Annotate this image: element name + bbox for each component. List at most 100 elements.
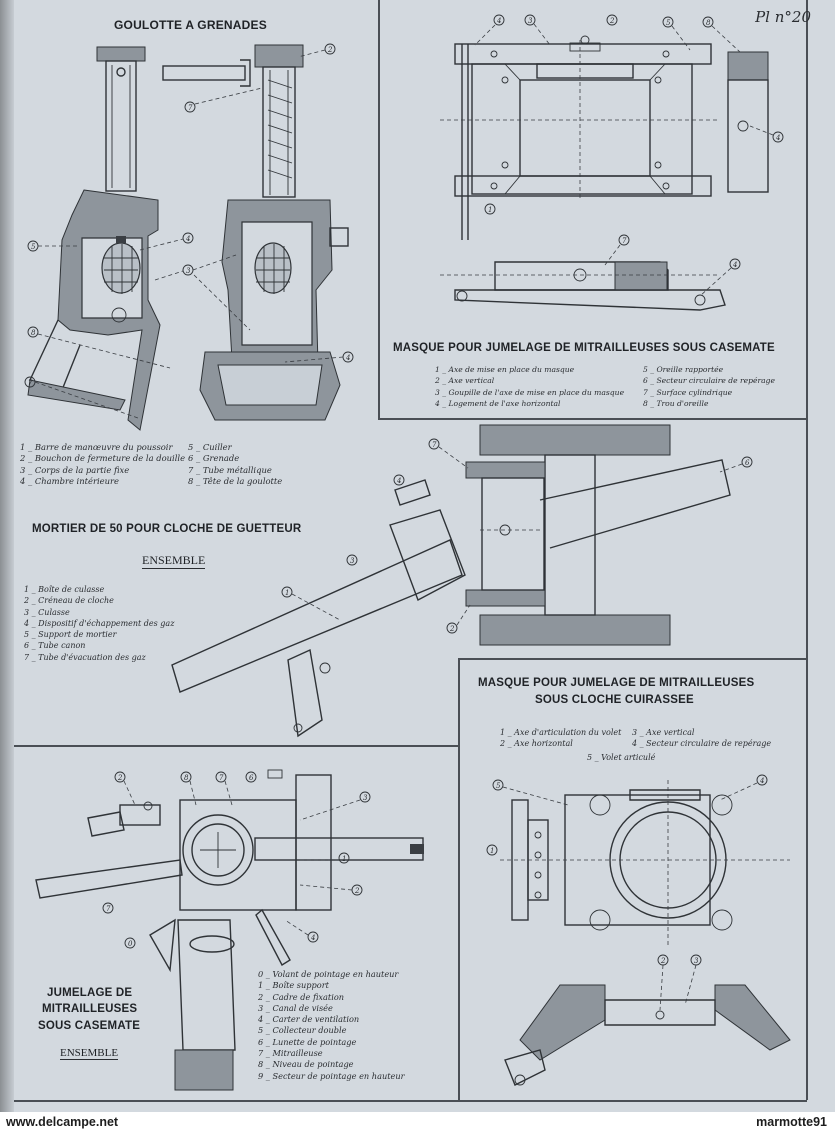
plate-number: Pl n°20	[755, 8, 811, 26]
svg-text:5: 5	[666, 19, 671, 27]
jumelage-subtitle: ENSEMBLE	[60, 1047, 119, 1060]
legend-item: 0 _ Volant de pointage en hauteur	[258, 969, 399, 979]
masque-casemate-title: MASQUE POUR JUMELAGE DE MITRAILLEUSES SO…	[393, 342, 775, 354]
jumelage-callouts: 2 8 7 6 3 1 2 7 0 4	[102, 771, 371, 949]
svg-text:4: 4	[732, 261, 737, 269]
svg-text:1: 1	[490, 847, 494, 855]
svg-text:8: 8	[31, 329, 36, 337]
legend-item: 5 _ Oreille rapportée	[643, 365, 724, 374]
masque-cloche-legend-left: 1 _ Axe d'articulation du volet 2 _ Axe …	[500, 727, 621, 750]
svg-text:3: 3	[350, 557, 355, 565]
masque-casemate-drawing	[440, 35, 769, 240]
svg-text:3: 3	[186, 267, 191, 275]
legend-item: 1 _ Axe de mise en place du masque	[435, 365, 575, 374]
jumelage-title-line3: SOUS CASEMATE	[38, 1020, 141, 1032]
legend-item: 8 _ Tête de la goulotte	[188, 475, 283, 486]
svg-text:4: 4	[775, 134, 780, 142]
legend-item: 4 _ Logement de l'axe horizontal	[435, 398, 561, 408]
masque-cloche-legend-center: 5 _ Volet articulé	[587, 753, 656, 762]
svg-text:4: 4	[345, 354, 350, 362]
svg-text:7: 7	[188, 104, 193, 112]
svg-text:4: 4	[310, 934, 315, 942]
svg-text:7: 7	[622, 237, 627, 245]
legend-item: 6 _ Secteur circulaire de repérage	[643, 376, 776, 386]
goulotte-legend-left: 1 _ Barre de manœuvre du poussoir 2 _ Bo…	[20, 442, 185, 487]
legend-item: 5 _ Collecteur double	[258, 1025, 347, 1036]
divider-horizontal-mid-left	[14, 745, 458, 747]
legend-item: 6 _ Lunette de pointage	[258, 1036, 357, 1047]
masque-casemate-plan-drawing	[440, 261, 726, 311]
legend-item: 8 _ Niveau de pointage	[258, 1059, 354, 1070]
goulotte-legend-right: 5 _ Cuiller 6 _ Grenade 7 _ Tube métalli…	[188, 442, 282, 487]
svg-text:7: 7	[219, 774, 224, 782]
svg-text:2: 2	[449, 625, 455, 633]
legend-item: 7 _ Mitrailleuse	[258, 1048, 323, 1059]
svg-text:3: 3	[528, 17, 533, 25]
divider-vertical-top	[378, 0, 380, 418]
svg-text:8: 8	[184, 774, 189, 782]
legend-item: 7 _ Tube d'évacuation des gaz	[24, 652, 146, 662]
jumelage-title-line1: JUMELAGE DE	[47, 987, 133, 999]
jumelage-legend: 0 _ Volant de pointage en hauteur 1 _ Bo…	[258, 968, 405, 1081]
footer-source-link[interactable]: www.delcampe.net	[6, 1115, 119, 1129]
svg-text:4: 4	[759, 777, 764, 785]
svg-text:3: 3	[363, 794, 368, 802]
svg-text:8: 8	[706, 19, 711, 27]
svg-text:2: 2	[354, 887, 360, 895]
masque-casemate-legend-right: 5 _ Oreille rapportée 6 _ Secteur circul…	[643, 364, 775, 409]
legend-item: 4 _ Carter de ventilation	[258, 1014, 360, 1025]
mortier-title: MORTIER DE 50 POUR CLOCHE DE GUETTEUR	[32, 523, 302, 535]
jumelage-drawing	[35, 769, 424, 1091]
legend-item: 2 _ Créneau de cloche	[24, 596, 114, 606]
legend-item: 2 _ Axe horizontal	[500, 739, 573, 749]
svg-text:7: 7	[106, 905, 111, 913]
svg-text:2: 2	[609, 17, 615, 25]
masque-cloche-title-line1: MASQUE POUR JUMELAGE DE MITRAILLEUSES	[478, 677, 755, 689]
jumelage-title-line2: MITRAILLEUSES	[42, 1003, 138, 1015]
legend-item: 1 _ Barre de manœuvre du poussoir	[20, 442, 173, 452]
svg-text:1: 1	[285, 589, 289, 597]
footer-seller-name[interactable]: marmotte91	[756, 1115, 827, 1129]
mortier-legend: 1 _ Boîte de culasse 2 _ Créneau de cloc…	[24, 584, 174, 663]
svg-text:1: 1	[342, 855, 346, 863]
legend-item: 4 _ Secteur circulaire de repérage	[632, 739, 772, 749]
legend-item: 4 _ Dispositif d'échappement des gaz	[24, 618, 175, 628]
mortier-drawing	[171, 424, 731, 738]
svg-text:4: 4	[496, 17, 501, 25]
svg-text:5: 5	[496, 782, 501, 790]
divider-vertical-right	[806, 0, 808, 1100]
masque-cloche-callouts: 5 4 1 2 3	[486, 774, 768, 1011]
masque-cloche-legend-right: 3 _ Axe vertical 4 _ Secteur circulaire …	[632, 727, 771, 750]
svg-text:0: 0	[128, 940, 133, 948]
legend-item: 3 _ Goupille de l'axe de mise en place d…	[435, 387, 625, 397]
legend-item: 3 _ Axe vertical	[632, 728, 695, 737]
binding-edge	[0, 0, 14, 1112]
legend-item: 6 _ Grenade	[188, 453, 240, 464]
masque-cloche-title-line2: SOUS CLOCHE CUIRASSEE	[535, 694, 694, 706]
svg-text:6: 6	[249, 774, 254, 782]
svg-text:7: 7	[28, 379, 33, 387]
goulotte-exterior-drawing	[162, 44, 349, 421]
svg-text:4: 4	[185, 235, 190, 243]
svg-text:2: 2	[327, 46, 333, 54]
masque-casemate-legend-left: 1 _ Axe de mise en place du masque 2 _ A…	[435, 364, 624, 409]
watermark-footer: www.delcampe.net marmotte91	[0, 1112, 835, 1132]
svg-text:4: 4	[396, 477, 401, 485]
masque-cloche-drawing	[500, 780, 790, 945]
legend-item: 1 _ Boîte support	[258, 980, 329, 991]
masque-casemate-callouts: 4 3 2 5 8 4 1 7 4	[474, 14, 784, 297]
legend-item: 5 _ Support de mortier	[24, 630, 117, 640]
goulotte-callouts: 2 7 5 4 3 8 7 4	[24, 43, 354, 419]
svg-text:5: 5	[31, 243, 36, 251]
legend-item: 1 _ Boîte de culasse	[24, 585, 105, 594]
legend-item: 7 _ Tube métallique	[188, 464, 272, 475]
divider-vertical-bottom	[458, 658, 460, 1100]
legend-item: 2 _ Cadre de fixation	[258, 991, 345, 1002]
divider-horizontal-lower-right	[458, 658, 807, 660]
divider-bottom	[14, 1100, 807, 1102]
legend-item: 4 _ Chambre intérieure	[20, 475, 119, 486]
svg-text:2: 2	[117, 774, 123, 782]
svg-text:1: 1	[488, 206, 492, 214]
